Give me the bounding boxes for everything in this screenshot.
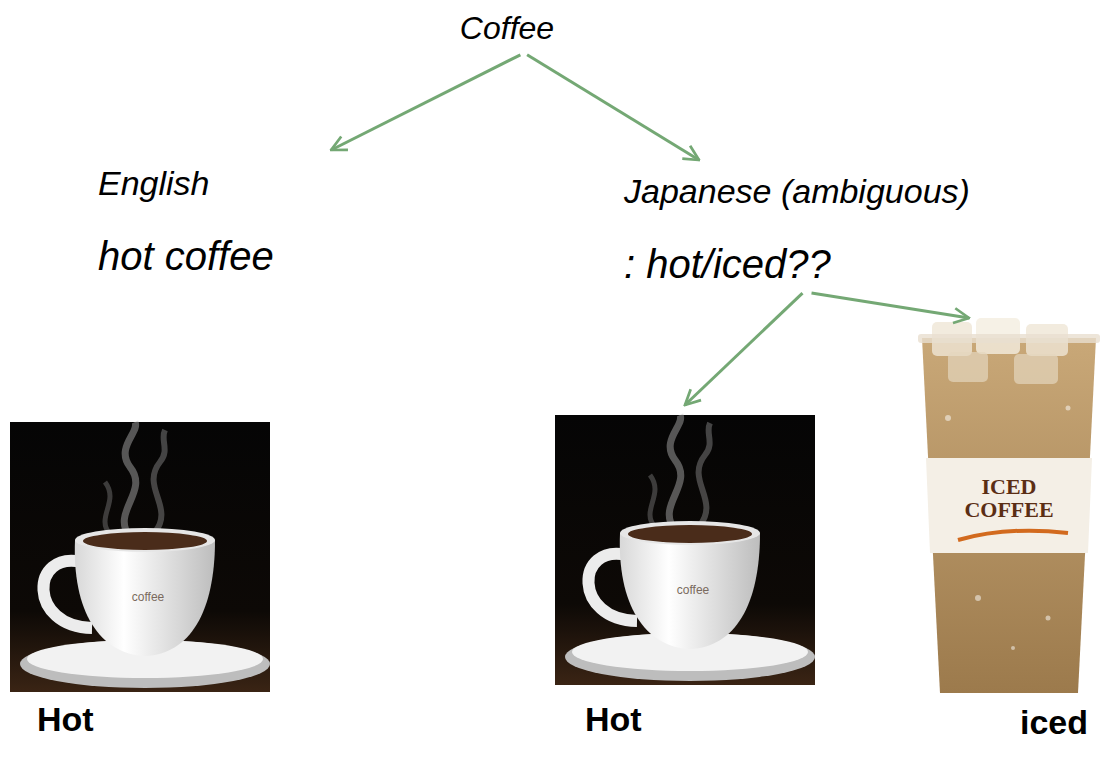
caption-word: Hot: [585, 700, 815, 739]
picture-area: [585, 405, 815, 690]
root-term-text: Coffee: [440, 10, 574, 47]
branch-arrow: [685, 293, 803, 405]
iced-cup-item: iced: [918, 318, 1100, 746]
language-name: English: [98, 164, 352, 203]
language-name: Japanese (ambiguous): [624, 172, 1068, 211]
cup-print: coffee: [132, 591, 164, 604]
picture-area: [37, 420, 270, 690]
hot-cup-picture: [555, 415, 815, 685]
caption-word: iced: [1020, 703, 1100, 742]
cup-print: coffee: [677, 584, 709, 597]
hot-cup-item: Hot: [10, 420, 270, 743]
hot-cup-item: Hot: [555, 405, 815, 743]
meaning-text: : hot/iced??: [624, 241, 1068, 287]
branch-arrow: [527, 55, 699, 160]
cup-label-print: ICED COFFEE: [949, 475, 1069, 521]
iced-cup-picture: [918, 318, 1100, 693]
language-group: English hot coffee: [92, 150, 352, 287]
caption-word: Hot: [37, 700, 270, 739]
branch-arrow: [812, 293, 969, 318]
branch-arrow: [331, 55, 520, 150]
hot-cup-picture: [10, 422, 270, 692]
meaning-text: hot coffee: [98, 233, 352, 279]
root-term: Coffee: [440, 10, 574, 55]
language-group: Japanese (ambiguous) : hot/iced??: [618, 160, 1068, 293]
